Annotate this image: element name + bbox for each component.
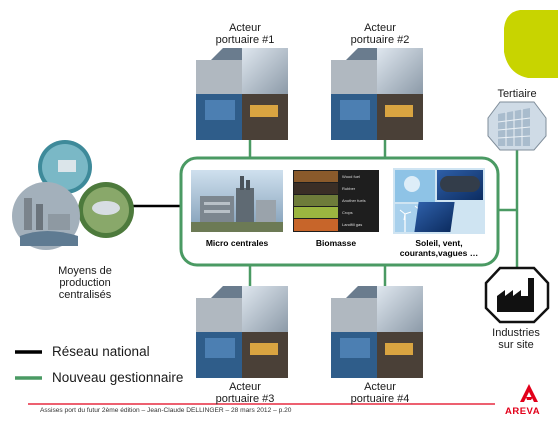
- biomass-row-5: Landfill gas: [342, 222, 362, 227]
- acteur-3-label: Acteur portuaire #3: [215, 381, 275, 405]
- industries-octagon: [484, 266, 550, 324]
- tertiaire-octagon: [487, 101, 547, 151]
- renewables-caption: Soleil, vent, courants,vagues …: [399, 238, 479, 258]
- acteur-4-label: Acteur portuaire #4: [350, 381, 410, 405]
- acteur-2-octagon: [331, 48, 423, 140]
- areva-logo-icon: [520, 384, 538, 402]
- industries-label: Industries sur site: [492, 327, 540, 351]
- biomasse-caption: Biomasse: [315, 238, 357, 248]
- micro-centrales-caption: Micro centrales: [205, 238, 269, 248]
- moyens-production-label: Moyens de production centralisés: [58, 265, 112, 301]
- legend-national-label: Réseau national: [52, 344, 150, 359]
- biomass-row-2: Rubber: [342, 186, 356, 191]
- moyens-production-image: [12, 140, 134, 250]
- biomass-row-4: Crops: [342, 210, 353, 215]
- biomass-row-3: Another fuels: [342, 198, 366, 203]
- acteur-1-octagon: [196, 48, 288, 140]
- acteur-2-label: Acteur portuaire #2: [350, 22, 410, 46]
- factory-icon: [497, 278, 534, 312]
- biomasse-image: Wood fuel Rubber Another fuels Crops Lan…: [293, 170, 379, 232]
- micro-centrales-image: [191, 170, 283, 232]
- renewables-image: [393, 168, 485, 234]
- tertiaire-label: Tertiaire: [497, 88, 537, 100]
- biomass-row-1: Wood fuel: [342, 174, 360, 179]
- acteur-4-octagon: [331, 286, 423, 378]
- acteur-3-octagon: [196, 286, 288, 378]
- legend-gestionnaire-label: Nouveau gestionnaire: [52, 370, 184, 385]
- corner-accent-shape: [504, 10, 558, 78]
- areva-brand-label: AREVA: [505, 406, 541, 417]
- acteur-1-label: Acteur portuaire #1: [215, 22, 275, 46]
- footer-text: Assises port du futur 2ème édition – Jea…: [40, 407, 292, 414]
